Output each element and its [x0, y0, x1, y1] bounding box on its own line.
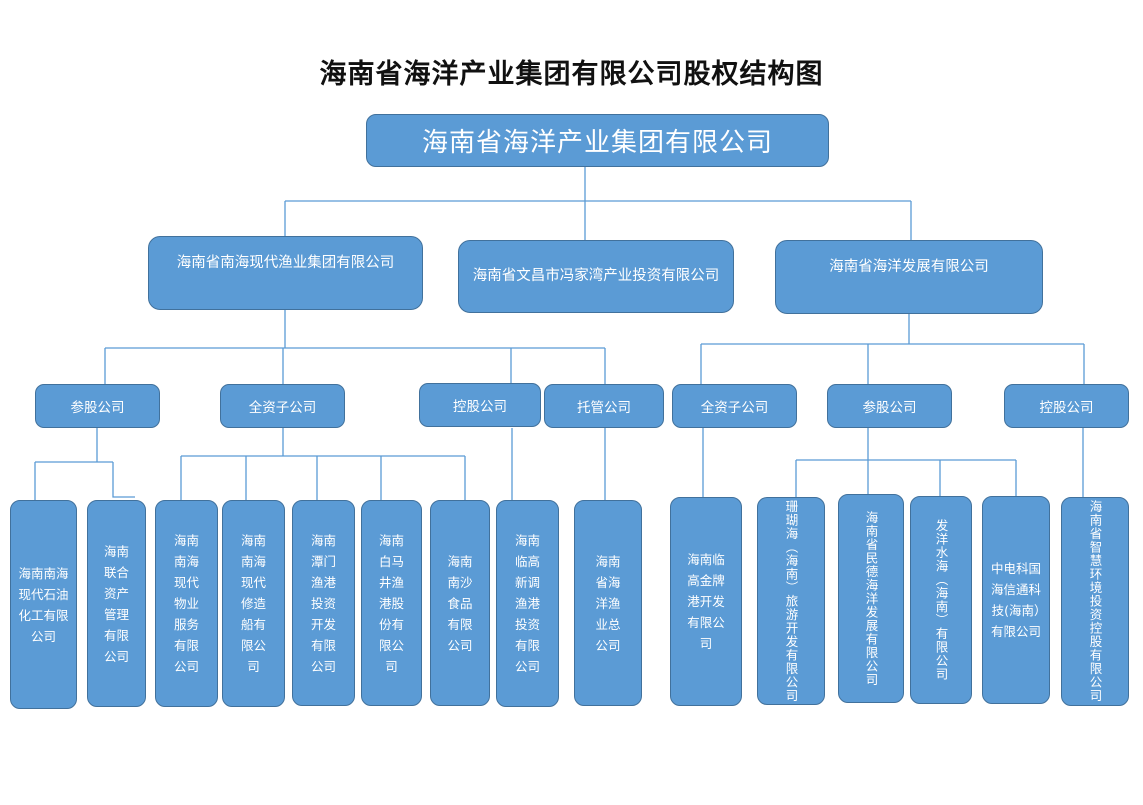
category-label: 参股公司 [862, 400, 917, 416]
company-box: 珊瑚海（海南）旅游开发有限公司 [757, 497, 825, 705]
category-box-trusteeship: 托管公司 [544, 384, 664, 428]
subsidiary-label: 海南省文昌市冯家湾产业投资有限公司 [472, 268, 720, 284]
company-box: 海南临高新调渔港投资有限公司 [496, 500, 559, 707]
company-box: 海南省民德海洋发展有限公司 [838, 494, 904, 703]
company-label: 珊瑚海（海南）旅游开发有限公司 [783, 499, 799, 703]
company-label: 海南南海现代石油化工有限公司 [18, 565, 69, 644]
root-company-box: 海南省海洋产业集团有限公司 [366, 114, 829, 167]
company-label: 海南南沙食品有限公司 [447, 553, 473, 653]
company-box: 发洋水海（海南）有限公司 [910, 496, 972, 704]
category-box-wholly-owned: 全资子公司 [672, 384, 797, 428]
company-label: 海南南海现代物业服务有限公司 [173, 533, 199, 674]
category-box-equity-participation: 参股公司 [35, 384, 160, 428]
company-label: 海南临高新调渔港投资有限公司 [514, 533, 540, 674]
category-label: 参股公司 [70, 400, 125, 416]
root-company-label: 海南省海洋产业集团有限公司 [421, 128, 773, 158]
subsidiary-label: 海南省海洋发展有限公司 [829, 259, 989, 275]
category-label: 控股公司 [453, 399, 507, 415]
category-label: 托管公司 [577, 400, 631, 416]
company-box: 海南省海洋渔业总公司 [574, 500, 642, 706]
company-box: 海南南海现代修造船有限公司 [222, 500, 285, 707]
company-label: 海南南海现代修造船有限公司 [240, 533, 266, 674]
company-box: 海南临高金牌港开发有限公司 [670, 497, 742, 706]
company-label: 发洋水海（海南）有限公司 [933, 519, 949, 681]
company-box: 海南南海现代物业服务有限公司 [155, 500, 218, 707]
subsidiary-box-fengjiawan: 海南省文昌市冯家湾产业投资有限公司 [458, 240, 734, 313]
category-label: 全资子公司 [700, 400, 769, 416]
company-box: 海南省智慧环境投资控股有限公司 [1061, 497, 1129, 706]
company-box: 海南潭门渔港投资开发有限公司 [292, 500, 355, 706]
company-box: 海南白马井渔港股份有限公司 [361, 500, 422, 706]
category-box-holding: 控股公司 [1004, 384, 1129, 428]
category-box-equity-participation: 参股公司 [827, 384, 952, 428]
category-label: 全资子公司 [248, 400, 317, 416]
company-label: 海南省智慧环境投资控股有限公司 [1087, 500, 1103, 703]
company-label: 海南白马井渔港股份有限公司 [378, 532, 404, 674]
category-label: 控股公司 [1039, 400, 1094, 416]
subsidiary-box-nanhai-fishery: 海南省南海现代渔业集团有限公司 [148, 236, 423, 310]
company-label: 海南潭门渔港投资开发有限公司 [310, 532, 336, 674]
company-box: 海南联合资产管理有限公司 [87, 500, 146, 707]
company-box: 中电科国海信通科技(海南）有限公司 [982, 496, 1050, 704]
category-box-wholly-owned: 全资子公司 [220, 384, 345, 428]
chart-title: 海南省海洋产业集团有限公司股权结构图 [319, 59, 824, 90]
category-box-holding: 控股公司 [419, 383, 541, 427]
company-label: 海南临高金牌港开发有限公司 [687, 552, 725, 651]
company-label: 海南联合资产管理有限公司 [103, 543, 129, 664]
subsidiary-box-ocean-development: 海南省海洋发展有限公司 [775, 240, 1043, 314]
company-box: 海南南沙食品有限公司 [430, 500, 490, 706]
company-label: 海南省民德海洋发展有限公司 [863, 510, 879, 687]
subsidiary-label: 海南省南海现代渔业集团有限公司 [176, 255, 395, 271]
company-box: 海南南海现代石油化工有限公司 [10, 500, 77, 709]
company-label: 中电科国海信通科技(海南）有限公司 [990, 561, 1041, 639]
company-label: 海南省海洋渔业总公司 [595, 553, 621, 653]
